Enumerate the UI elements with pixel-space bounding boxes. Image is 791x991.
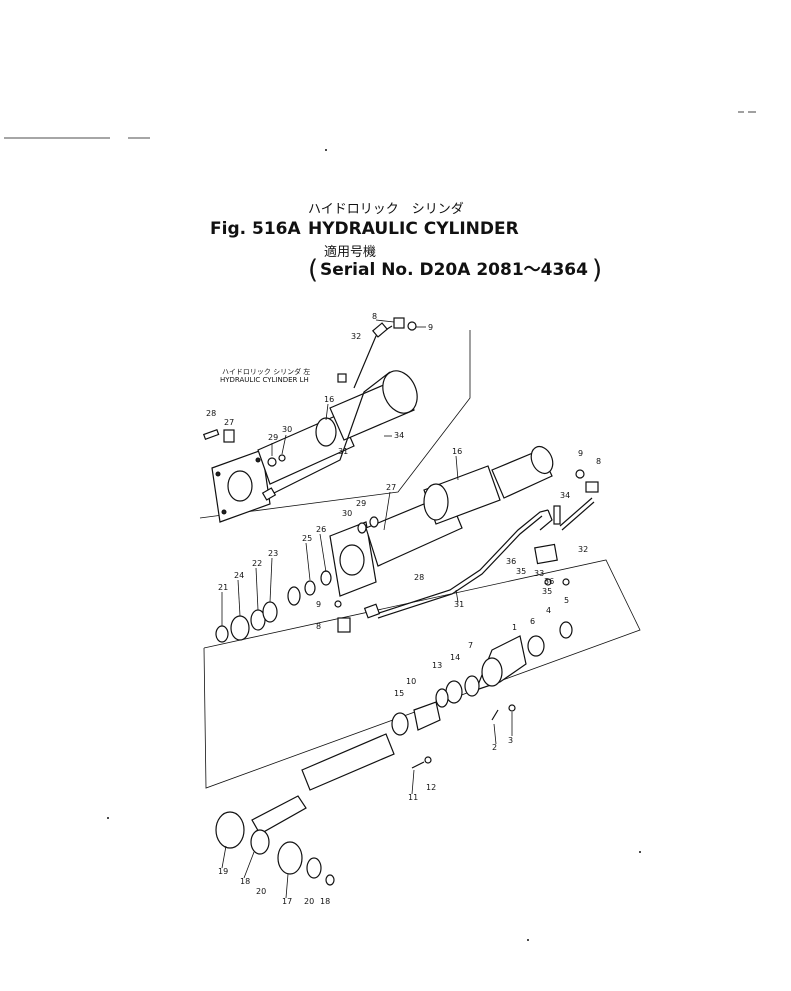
callout-label: 8	[372, 312, 377, 321]
applicable-japanese: 適用号機	[324, 244, 376, 260]
callout-label: 10	[406, 677, 416, 686]
inset-label-japanese: ハイドロリック シリンダ 左	[222, 367, 310, 376]
callout-label: 16	[452, 447, 462, 456]
callout-label: 18	[320, 897, 330, 906]
callout-label: 8	[596, 457, 601, 466]
callout-label: 28	[206, 409, 216, 418]
inset-lh-cylinder: ハイドロリック シリンダ 左 HYDRAULIC CYLINDER LH 8 9…	[199, 312, 471, 523]
callout-label: 35	[542, 587, 552, 596]
callout-label: 2	[492, 743, 497, 752]
callout-label: 30	[342, 509, 352, 518]
callout-label: 30	[282, 425, 292, 434]
callout-label: 12	[426, 783, 436, 792]
inset-label-english: HYDRAULIC CYLINDER LH	[220, 376, 309, 384]
callout-label: 6	[530, 617, 535, 626]
leader-lines	[221, 455, 513, 899]
callout-label: 21	[218, 583, 228, 592]
callout-label: 35	[516, 567, 526, 576]
open-paren: (	[308, 255, 318, 285]
title-japanese: ハイドロリック シリンダ	[308, 202, 464, 217]
callout-label: 36	[506, 557, 516, 566]
callout-label: 17	[282, 897, 292, 906]
callout-label: 34	[560, 491, 570, 500]
callout-label: 19	[218, 867, 228, 876]
callout-label: 29	[356, 499, 366, 508]
callout-label: 4	[546, 606, 551, 615]
close-paren: )	[592, 255, 602, 285]
callout-label: 32	[578, 545, 588, 554]
callout-label: 24	[234, 571, 244, 580]
callout-label: 11	[408, 793, 418, 802]
callout-label: 15	[394, 689, 404, 698]
callout-label: 3	[508, 736, 513, 745]
callout-label: 14	[450, 653, 460, 662]
scan-marks	[4, 111, 756, 941]
callout-label: 20	[304, 897, 314, 906]
callout-label: 26	[316, 525, 326, 534]
figure-title: HYDRAULIC CYLINDER	[308, 219, 519, 239]
callout-label: 27	[224, 418, 234, 427]
main-cylinder-assembly: 16 9 8 34 32 36 35 33 36 35 27 29 30 26 …	[203, 445, 641, 906]
inset-callouts: 8 9 32 16 34 31 28 27 29 30	[206, 312, 433, 456]
callout-label: 16	[324, 395, 334, 404]
callout-label: 34	[394, 431, 404, 440]
main-callouts: 16 9 8 34 32 36 35 33 36 35 27 29 30 26 …	[218, 447, 601, 906]
figure-label: Fig. 516A	[210, 219, 301, 239]
callout-label: 27	[386, 483, 396, 492]
callout-label: 29	[268, 433, 278, 442]
callout-label: 22	[252, 559, 262, 568]
callout-label: 13	[432, 661, 442, 670]
callout-label: 18	[240, 877, 250, 886]
callout-label: 32	[351, 332, 361, 341]
callout-label: 31	[338, 447, 348, 456]
serial-number: Serial No. D20A 2081～4364	[320, 260, 588, 280]
callout-label: 25	[302, 534, 312, 543]
callout-label: 5	[564, 596, 569, 605]
title-block: ハイドロリック シリンダ Fig. 516A HYDRAULIC CYLINDE…	[210, 202, 602, 285]
callout-label: 7	[468, 641, 473, 650]
callout-label: 9	[316, 600, 321, 609]
callout-label: 20	[256, 887, 266, 896]
callout-label: 33	[534, 569, 544, 578]
callout-label: 9	[428, 323, 433, 332]
callout-label: 36	[544, 577, 554, 586]
callout-label: 23	[268, 549, 278, 558]
callout-label: 1	[512, 623, 517, 632]
callout-label: 31	[454, 600, 464, 609]
callout-label: 9	[578, 449, 583, 458]
callout-label: 28	[414, 573, 424, 582]
callout-label: 8	[316, 622, 321, 631]
